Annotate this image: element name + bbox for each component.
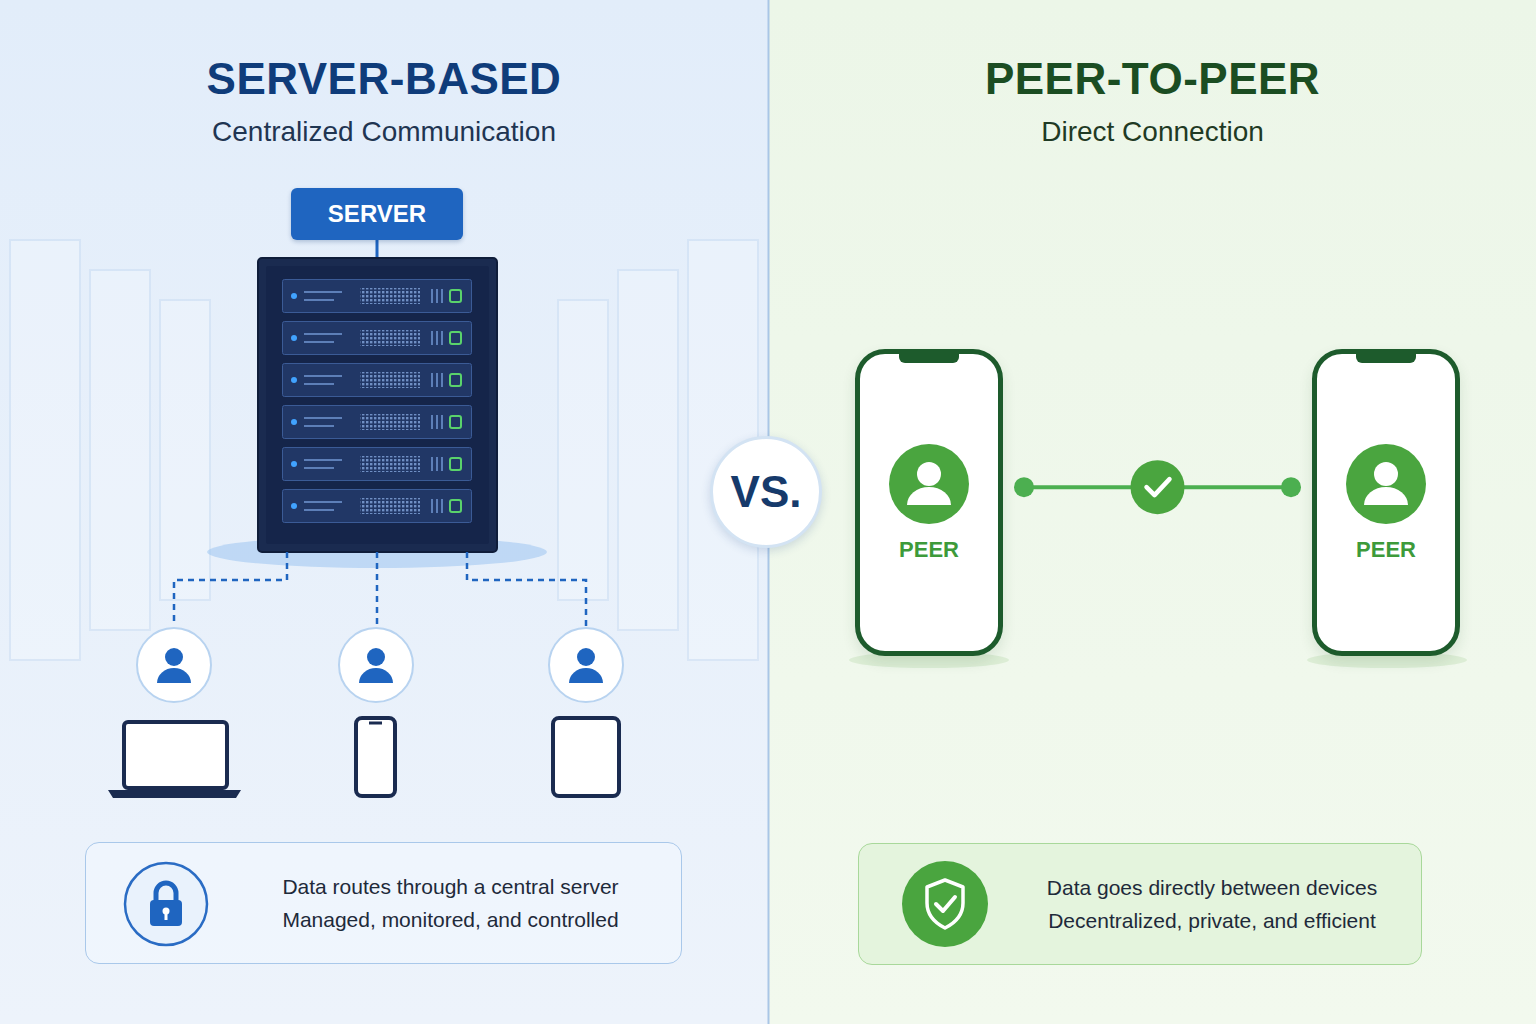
info-box: Data goes directly between devicesDecent… — [858, 843, 1422, 965]
peer-label: PEER — [1356, 537, 1416, 563]
server-rack — [258, 258, 497, 552]
info-text: Data goes directly between devices — [1027, 874, 1397, 901]
connector-dot — [1281, 477, 1301, 497]
peer-icon — [1345, 443, 1427, 525]
peer-label: PEER — [899, 537, 959, 563]
vs-text: VS. — [731, 467, 802, 517]
peer-icon — [888, 443, 970, 525]
panel-title: SERVER-BASED — [0, 54, 768, 105]
lock-icon — [123, 861, 209, 951]
panel-subtitle: Centralized Communication — [0, 115, 768, 149]
panel-title: PEER-TO-PEER — [769, 54, 1536, 105]
faint-racks — [10, 240, 758, 660]
server-label: SERVER — [291, 188, 463, 240]
info-text: Data routes through a central server — [244, 873, 657, 900]
info-text: Managed, monitored, and controlled — [244, 906, 657, 933]
tablet-device — [553, 718, 619, 796]
phone-notch — [1356, 354, 1416, 363]
right-ground — [769, 0, 1536, 1024]
phone-notch — [899, 354, 959, 363]
laptop-device — [108, 722, 241, 798]
label-text: SERVER — [328, 200, 426, 228]
dashed-links — [174, 552, 586, 626]
comparison-panel: SERVER-BASED Centralized CommunicationSER… — [0, 0, 768, 1024]
peer-phone: PEER — [855, 349, 1003, 656]
peer-connection — [1014, 460, 1301, 514]
phone-device — [356, 718, 395, 796]
label-stem — [376, 238, 379, 260]
info-text: Decentralized, private, and efficient — [1027, 907, 1397, 934]
check-mark — [1147, 479, 1170, 495]
shield-icon — [901, 860, 989, 952]
comparison-panel: PEER-TO-PEER Direct ConnectionPEER PEER Dat… — [769, 0, 1536, 1024]
user-circles — [137, 628, 623, 702]
peer-phone: PEER — [1312, 349, 1460, 656]
connector-dot — [1014, 477, 1034, 497]
left-ground — [0, 0, 768, 1024]
check-badge — [1131, 460, 1185, 514]
vs-badge: VS. — [710, 436, 822, 548]
panel-subtitle: Direct Connection — [769, 115, 1536, 149]
info-box: Data routes through a central serverMana… — [85, 842, 682, 964]
